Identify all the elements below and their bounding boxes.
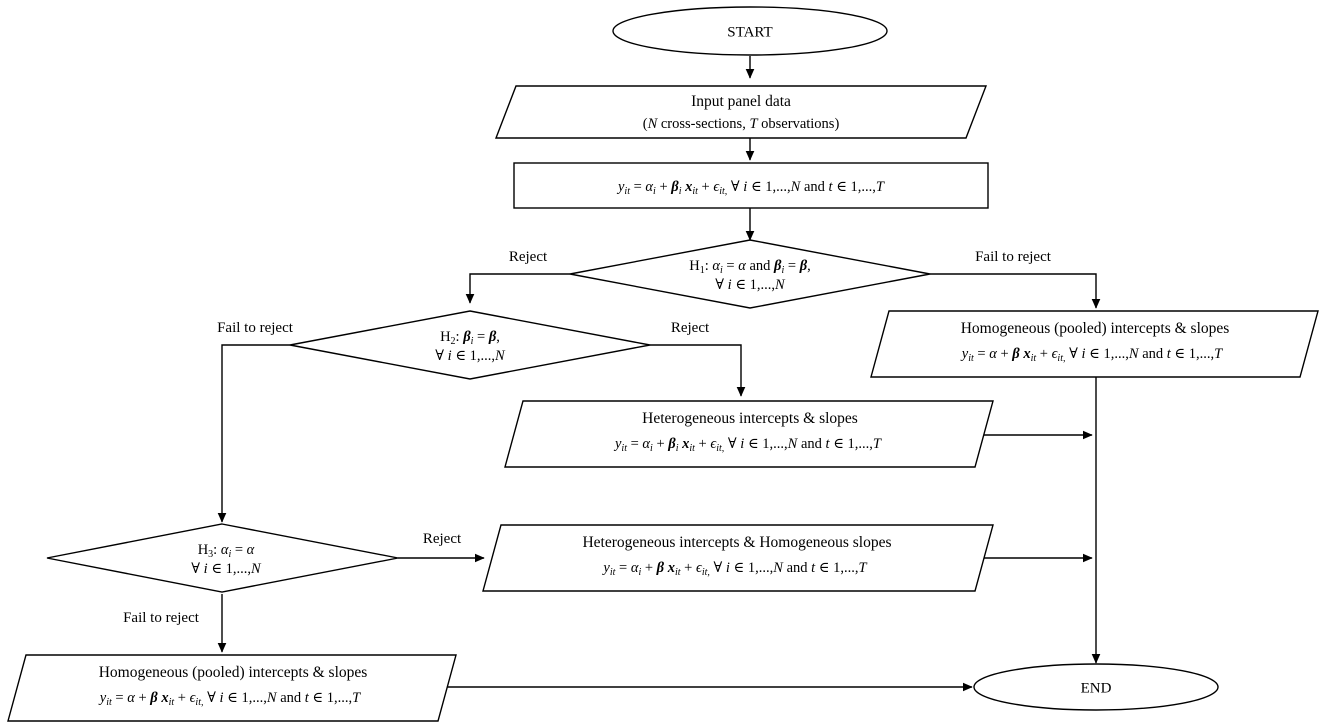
edge-label-h3-fail-to-reject: Fail to reject: [123, 610, 200, 626]
node-pooled-top[interactable]: Homogeneous (pooled) intercepts & slopes…: [870, 310, 1319, 378]
h3-line-2: ∀ i ∈ 1,...,N: [191, 561, 262, 577]
start-label: START: [727, 24, 772, 40]
node-hypothesis-h2[interactable]: H2: βi = β, ∀ i ∈ 1,...,N: [289, 310, 651, 380]
edge-label-h3-reject: Reject: [423, 531, 462, 547]
edge-h2-reject-to-hetero-both: [650, 344, 746, 397]
pooled-top-line-1: Homogeneous (pooled) intercepts & slopes: [961, 320, 1230, 337]
hetero-both-line-2: yit = αi + βi xit + ϵit, ∀ i ∈ 1,...,N a…: [613, 436, 882, 454]
input-parallelogram[interactable]: [494, 85, 988, 139]
edge-label-h1-fail-to-reject: Fail to reject: [975, 249, 1052, 265]
h1-line-2: ∀ i ∈ 1,...,N: [715, 277, 786, 293]
edge-label-h2-fail-to-reject: Fail to reject: [217, 320, 294, 336]
model-equation: yit = αi + βi xit + ϵit, ∀ i ∈ 1,...,N a…: [616, 179, 885, 197]
h3-diamond[interactable]: [46, 523, 399, 593]
hetero-int-parallelogram[interactable]: [482, 524, 994, 592]
start-ellipse[interactable]: [612, 6, 888, 56]
h2-diamond[interactable]: [289, 310, 651, 380]
node-end[interactable]: END: [973, 663, 1219, 711]
edge-label-h2-reject: Reject: [671, 320, 710, 336]
h2-line-1: H2: βi = β,: [440, 329, 500, 347]
node-hypothesis-h3[interactable]: H3: αi = α ∀ i ∈ 1,...,N: [46, 523, 399, 593]
node-heterogeneous-both[interactable]: Heterogeneous intercepts & slopes yit = …: [504, 400, 994, 468]
input-line-1: Input panel data: [691, 93, 791, 110]
input-line-2: (N cross-sections, T observations): [643, 116, 840, 132]
node-start[interactable]: START: [612, 6, 888, 56]
pooled-bottom-parallelogram[interactable]: [7, 654, 457, 722]
h1-diamond[interactable]: [569, 239, 931, 309]
end-label: END: [1081, 680, 1112, 696]
h2-line-2: ∀ i ∈ 1,...,N: [435, 348, 506, 364]
edge-h1-fail-to-pooled-top: [930, 273, 1101, 309]
pooled-top-parallelogram[interactable]: [870, 310, 1319, 378]
edge-labels: Reject Fail to reject Fail to reject Rej…: [123, 249, 1052, 626]
node-hypothesis-h1[interactable]: H1: αi = α and βi = β, ∀ i ∈ 1,...,N: [569, 239, 931, 309]
edge-label-h1-reject: Reject: [509, 249, 548, 265]
pooled-bottom-line-1: Homogeneous (pooled) intercepts & slopes: [99, 664, 368, 681]
pooled-bottom-line-2: yit = α + β xit + ϵit, ∀ i ∈ 1,...,N and…: [98, 690, 361, 708]
hetero-int-line-2: yit = αi + β xit + ϵit, ∀ i ∈ 1,...,N an…: [601, 560, 867, 578]
node-pooled-bottom[interactable]: Homogeneous (pooled) intercepts & slopes…: [7, 654, 457, 722]
hetero-int-line-1: Heterogeneous intercepts & Homogeneous s…: [582, 534, 891, 551]
edge-h1-reject-to-h2: [465, 273, 570, 304]
h1-line-1: H1: αi = α and βi = β,: [689, 258, 811, 276]
connectors: [217, 56, 1101, 692]
hetero-both-parallelogram[interactable]: [504, 400, 994, 468]
edge-h2-fail-to-h3: [217, 344, 290, 523]
node-general-model[interactable]: yit = αi + βi xit + ϵit, ∀ i ∈ 1,...,N a…: [513, 162, 989, 209]
node-input-panel-data[interactable]: Input panel data (N cross-sections, T ob…: [494, 85, 988, 139]
pooled-top-line-2: yit = α + β xit + ϵit, ∀ i ∈ 1,...,N and…: [960, 346, 1223, 364]
model-rectangle[interactable]: [513, 162, 989, 209]
hetero-both-line-1: Heterogeneous intercepts & slopes: [642, 410, 858, 427]
h3-line-1: H3: αi = α: [198, 542, 255, 560]
node-heterogeneous-intercepts[interactable]: Heterogeneous intercepts & Homogeneous s…: [482, 524, 994, 592]
end-ellipse[interactable]: [973, 663, 1219, 711]
